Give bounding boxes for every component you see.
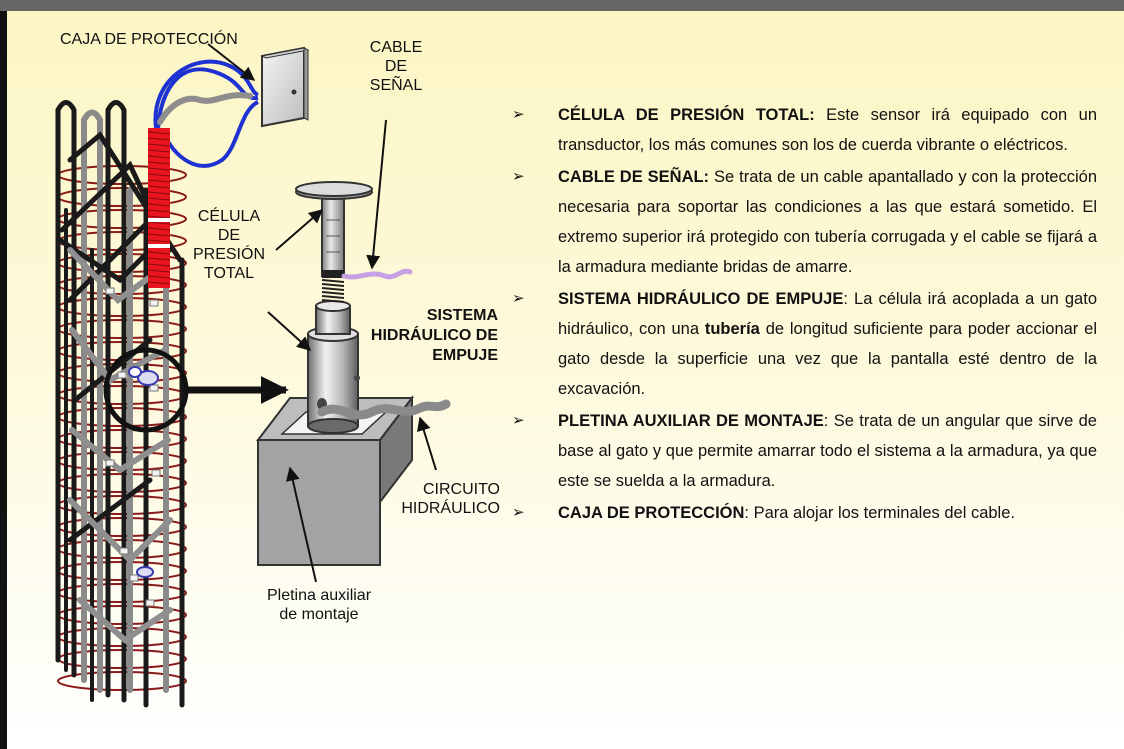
item-bold-word: tubería [704, 320, 760, 338]
corrugation-ridge [147, 233, 171, 237]
bullet-arrow-icon: ➢ [512, 168, 525, 185]
label-circuito-line1: CIRCUITO [422, 481, 500, 498]
screw-thread [321, 283, 345, 287]
corrugation-ridge [147, 215, 171, 219]
red-corrugated-sensor-cable [147, 128, 171, 288]
label-celula-presion: CÉLULA DE PRESIÓN TOTAL [184, 207, 274, 283]
item-text: : Para alojar los terminales del cable. [744, 504, 1015, 522]
corrugation-ridge [147, 137, 171, 141]
corrugation-ridge [147, 263, 171, 267]
item-keyword: CABLE DE SEÑAL: [558, 168, 710, 186]
list-item-celula: ➢ CÉLULA DE PRESIÓN TOTAL: Este sensor i… [512, 100, 1097, 160]
corrugated-tube-top [157, 92, 253, 125]
corrugation-ridge [147, 257, 171, 261]
corrugation-ridge [147, 167, 171, 171]
label-pletina-line2: de montaje [279, 606, 359, 623]
label-cable-line2: DE [384, 58, 408, 75]
label-sistema-line3: EMPUJE [432, 347, 498, 364]
corrugation-ridge [147, 275, 171, 279]
corrugation-ridge [147, 227, 171, 231]
bullet-arrow-icon: ➢ [512, 290, 525, 307]
corrugation-ridge [147, 185, 171, 189]
item-text: Se trata de un cable apantallado y con l… [558, 168, 1097, 276]
tie-clips [105, 287, 161, 607]
screw-thread [321, 291, 345, 295]
top-border [0, 0, 1124, 11]
label-pletina-line1: Pletina auxiliar [266, 587, 372, 604]
description-list: ➢ CÉLULA DE PRESIÓN TOTAL: Este sensor i… [512, 100, 1097, 530]
corrugation-ridge [147, 269, 171, 273]
corrugation-ridge [147, 197, 171, 201]
grey-ties [67, 247, 173, 644]
label-celula-line1: CÉLULA [197, 208, 261, 225]
screw-thread [321, 295, 345, 299]
label-sistema-hidraulico: SISTEMA HIDRÁULICO DE EMPUJE [368, 306, 498, 366]
label-cable-line1: CABLE [369, 39, 423, 56]
hydraulic-hose [317, 399, 451, 420]
label-sistema-line1: SISTEMA [426, 307, 498, 324]
label-cable-line3: SEÑAL [369, 77, 423, 94]
corrugation-ridge [147, 179, 171, 183]
hydraulic-jack [255, 181, 415, 566]
corrugation-ridge [147, 203, 171, 207]
item-keyword: SISTEMA HIDRÁULICO DE EMPUJE [558, 290, 844, 308]
list-item-caja: ➢ CAJA DE PROTECCIÓN: Para alojar los te… [512, 498, 1097, 528]
pletina-pointer [285, 466, 317, 583]
lilac-signal-cable [341, 268, 413, 280]
corrugation-ridge [147, 281, 171, 285]
item-keyword: PLETINA AUXILIAR DE MONTAJE [558, 412, 824, 430]
corrugation-ridge [147, 209, 171, 213]
screw-thread [321, 299, 345, 303]
corrugation-ridge [147, 149, 171, 153]
item-text: : La célula irá acoplada a un gato hidrá… [558, 290, 1097, 338]
list-item-sistema: ➢ SISTEMA HIDRÁULICO DE EMPUJE: La célul… [512, 284, 1097, 404]
cell-in-cage [128, 366, 159, 578]
highlight-circle [103, 347, 189, 433]
item-text: : Se trata de un angular que sirve de ba… [558, 412, 1097, 490]
corrugation-ridge [147, 155, 171, 159]
label-celula-line3: PRESIÓN [192, 246, 265, 263]
item-text: de longitud suficiente para poder accion… [558, 320, 1097, 398]
slide-panel [7, 11, 1124, 749]
label-cable-senal: CABLE DE SEÑAL [358, 38, 434, 95]
label-celula-line4: TOTAL [203, 265, 255, 282]
bullet-arrow-icon: ➢ [512, 412, 525, 429]
bullet-arrow-icon: ➢ [512, 106, 525, 123]
label-sistema-line2: HIDRÁULICO DE [370, 327, 498, 344]
item-text: Este sensor irá equipado con un transduc… [558, 106, 1097, 154]
corrugation-ridge [147, 239, 171, 243]
celula-pointer [275, 209, 324, 251]
label-caja-proteccion: CAJA DE PROTECCIÓN [60, 31, 238, 48]
corrugation-ridge [147, 221, 171, 225]
corrugation-ridge [147, 251, 171, 255]
corrugation-ridge [147, 173, 171, 177]
corrugation-ridge [147, 161, 171, 165]
label-circuito-hidraulico: CIRCUITO HIDRÁULICO [392, 480, 500, 518]
bullet-arrow-icon: ➢ [512, 504, 525, 521]
item-keyword: CÉLULA DE PRESIÓN TOTAL: [558, 106, 815, 124]
label-pletina-auxiliar: Pletina auxiliar de montaje [246, 586, 392, 624]
label-celula-line2: DE [217, 227, 241, 244]
label-circuito-line2: HIDRÁULICO [401, 500, 500, 517]
protection-box [260, 46, 310, 128]
item-keyword: CAJA DE PROTECCIÓN [558, 504, 745, 522]
caja-pointer [207, 43, 256, 81]
cable-pointer [366, 119, 387, 270]
screw-thread [321, 279, 345, 283]
list-item-pletina: ➢ PLETINA AUXILIAR DE MONTAJE: Se trata … [512, 406, 1097, 496]
corrugation-ridge [147, 191, 171, 195]
corrugation-ridge [147, 131, 171, 135]
circuito-pointer [417, 416, 437, 471]
left-border [0, 11, 7, 749]
signal-cables [153, 59, 260, 168]
list-item-cable: ➢ CABLE DE SEÑAL: Se trata de un cable a… [512, 162, 1097, 282]
screw-thread [321, 287, 345, 291]
corrugation-ridge [147, 143, 171, 147]
sistema-pointer [267, 311, 312, 351]
